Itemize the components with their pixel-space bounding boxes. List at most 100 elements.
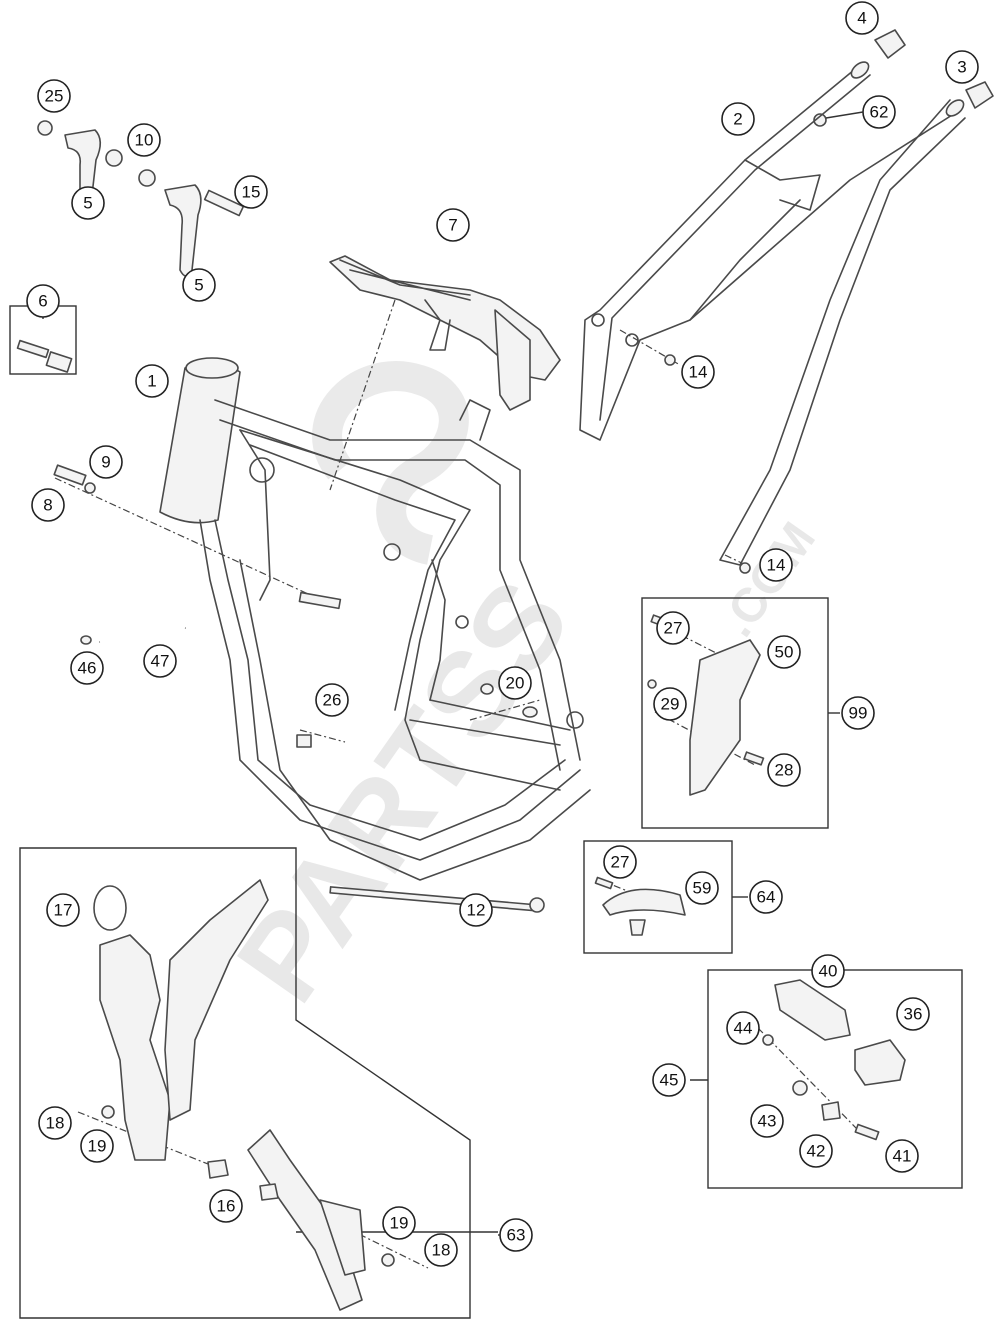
main-frame [159,357,591,881]
frame-steering-head [159,362,241,524]
callout-bubbles: 1 2 3 4 5 5 6 7 8 9 10 12 14 14 15 16 17… [26,1,979,1267]
callout-3: 3 [945,50,979,84]
callout-27b: 27 [603,845,637,879]
svg-text:18: 18 [432,1241,451,1260]
bolt-14b [739,562,751,574]
watermark-brand: PARTSS [212,557,596,1025]
callout-20: 20 [498,666,532,700]
callout-64: 64 [749,880,783,914]
callout-14a: 14 [681,355,715,389]
bracket-5b [164,184,202,277]
footpeg-40 [774,979,851,1041]
cable-tie-17 [93,885,127,931]
callout-47: 47 [143,644,177,678]
svg-text:59: 59 [693,879,712,898]
callout-40: 40 [811,954,845,988]
callout-18a: 18 [38,1106,72,1140]
nut-20a [480,683,494,695]
svg-text:46: 46 [78,659,97,678]
callout-2: 2 [721,102,755,136]
part-3 [965,81,994,109]
callout-29: 29 [653,687,687,721]
svg-text:42: 42 [807,1142,826,1161]
callout-59: 59 [685,871,719,905]
callout-25: 25 [37,79,71,113]
part-7-holder [329,255,561,411]
svg-text:9: 9 [101,453,110,472]
svg-text:28: 28 [775,761,794,780]
callout-45: 45 [652,1063,686,1097]
long-bolt [298,591,342,610]
part-4 [874,29,906,59]
svg-text:20: 20 [506,674,525,693]
bolt-15 [203,189,245,217]
callout-15: 15 [234,175,268,209]
bolt-8 [53,464,87,486]
callout-50: 50 [767,635,801,669]
callout-5a: 5 [71,186,105,220]
footpeg-36 [854,1039,906,1086]
callout-18b: 18 [424,1233,458,1267]
callout-7: 7 [436,208,470,242]
part-64-assembly [594,876,686,936]
bolt-14a [664,354,676,366]
svg-text:26: 26 [323,691,342,710]
svg-text:62: 62 [870,103,889,122]
nut-62 [813,113,827,127]
callout-46: 46 [70,651,104,685]
callout-19b: 19 [382,1206,416,1240]
part-16a [207,1159,229,1179]
spring-44 [762,1034,774,1046]
callout-99: 99 [841,696,875,730]
svg-text:16: 16 [217,1197,236,1216]
washer-19b [381,1253,395,1267]
callout-44: 44 [726,1011,760,1045]
washer-10b [138,169,156,187]
svg-text:5: 5 [83,194,92,213]
svg-text:2: 2 [733,110,742,129]
clip-42 [821,1101,841,1121]
svg-text:12: 12 [467,901,486,920]
svg-text:1: 1 [147,372,156,391]
hose-47 [80,625,186,645]
svg-text:25: 25 [45,87,64,106]
callout-12: 12 [459,893,493,927]
svg-text:29: 29 [661,695,680,714]
svg-text:19: 19 [88,1137,107,1156]
washer-19a [101,1105,115,1119]
bubble-leaders [498,111,864,1236]
rear-subframe-2 [579,61,966,566]
svg-text:63: 63 [507,1226,526,1245]
svg-text:5: 5 [194,276,203,295]
part-16b [259,1183,279,1201]
nut-25 [37,120,53,136]
watermark-swoosh [312,361,469,565]
svg-text:15: 15 [242,183,261,202]
frame-bracket [459,399,491,441]
callout-10: 10 [127,123,161,157]
svg-text:41: 41 [893,1147,912,1166]
callout-63: 63 [499,1218,533,1252]
svg-text:99: 99 [849,704,868,723]
frame-top-tube [214,399,581,761]
callout-27a: 27 [656,611,690,645]
svg-text:40: 40 [819,962,838,981]
callout-36: 36 [896,997,930,1031]
callout-14b: 14 [759,548,793,582]
part-45-footpegs [762,979,906,1141]
callout-16: 16 [209,1189,243,1223]
svg-text:45: 45 [660,1071,679,1090]
callout-17: 17 [46,893,80,927]
svg-text:14: 14 [689,363,708,382]
svg-text:18: 18 [46,1114,65,1133]
callout-4: 4 [845,1,879,35]
frame-head-top [185,357,239,379]
part-63-cover [93,879,395,1311]
callout-6: 6 [26,284,60,318]
box-part-63 [19,847,471,1319]
svg-text:14: 14 [767,556,786,575]
parts-3-4 [874,29,994,109]
washer-43 [792,1080,808,1096]
svg-text:44: 44 [734,1019,753,1038]
